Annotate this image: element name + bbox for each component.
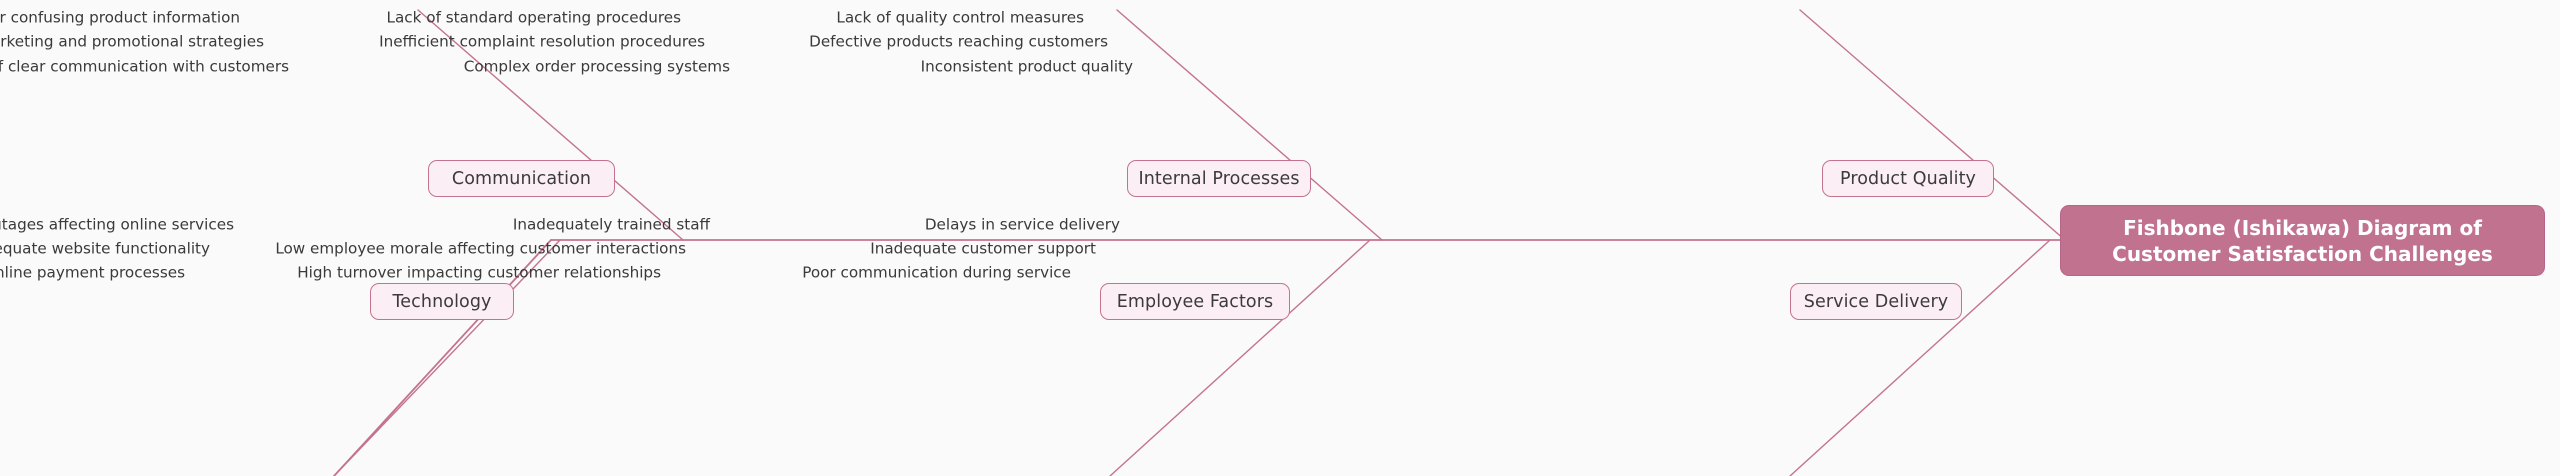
cause-label: High turnover impacting customer relatio… [297,263,661,282]
cause-label: Low employee morale affecting customer i… [275,239,686,258]
bone-branch-employee-factors [1109,239,1371,476]
cause-label: Poor communication during service [802,263,1071,282]
cause-label: Inadequately trained staff [512,215,710,234]
category-box-technology[interactable]: Technology [370,283,514,320]
cause-label: Defective products reaching customers [809,32,1108,51]
bone-branch-service-delivery [1789,239,2051,476]
cause-label: Inconsistent product quality [920,57,1133,76]
category-box-communication[interactable]: Communication [428,160,615,197]
category-box-employee-factors[interactable]: Employee Factors [1100,283,1290,320]
category-box-product-quality[interactable]: Product Quality [1822,160,1994,197]
cause-label: System outages affecting online services [0,215,234,234]
cause-label: Inefficient complaint resolution procedu… [379,32,705,51]
diagram-title-head-box: Fishbone (Ishikawa) Diagram of Customer … [2060,205,2545,276]
cause-label: Inadequate website functionality [0,239,210,258]
cause-label: Lack of standard operating procedures [386,8,681,27]
cause-label: Lack of quality control measures [836,8,1084,27]
cause-label: Misleading or confusing product informat… [0,8,240,27]
category-box-internal-processes[interactable]: Internal Processes [1127,160,1311,197]
cause-label: Inadequate customer support [870,239,1096,258]
cause-label: Ineffective marketing and promotional st… [0,32,264,51]
cause-label: Delays in service delivery [924,215,1120,234]
cause-label: Issues with online payment processes [0,263,185,282]
cause-label: Lack of clear communication with custome… [0,57,289,76]
bone-branch-internal-processes [1116,9,1383,241]
category-box-service-delivery[interactable]: Service Delivery [1790,283,1962,320]
bone-branch-product-quality [1799,9,2066,241]
cause-label: Complex order processing systems [463,57,730,76]
